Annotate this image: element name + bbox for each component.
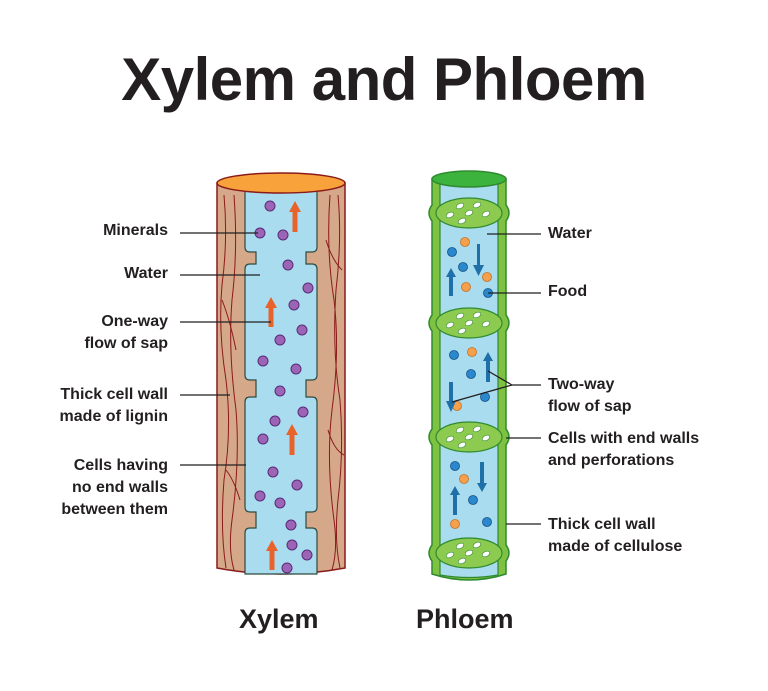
sieve-plate <box>435 197 503 229</box>
label-no-end-walls: Cells having no end walls between them <box>61 457 168 518</box>
sieve-plates <box>435 197 503 569</box>
phloem-top-opening <box>431 170 507 188</box>
xylem-lumen <box>244 189 318 575</box>
xylem-upward-arrows <box>265 201 301 570</box>
phloem-two-way-arrows <box>446 244 493 515</box>
label-lignin-wall: Thick cell wall made of lignin <box>59 386 168 425</box>
xylem-caption: Xylem <box>239 604 319 634</box>
sieve-plate <box>435 421 503 453</box>
phloem-tube <box>428 170 510 581</box>
mineral-particles <box>254 200 314 574</box>
label-water-xylem: Water <box>124 265 168 282</box>
xylem-top-opening <box>216 172 346 194</box>
label-end-walls-perforations: Cells with end walls and perforations <box>548 430 700 469</box>
food-particles-orange <box>450 237 492 529</box>
food-particles-blue <box>447 247 493 527</box>
label-two-way-flow: Two-way flow of sap <box>548 376 632 415</box>
xylem-leader-lines <box>180 232 271 466</box>
diagram-title: Xylem and Phloem <box>121 46 647 113</box>
label-cellulose-wall: Thick cell wall made of cellulose <box>548 516 683 555</box>
phloem-caption: Phloem <box>416 604 514 634</box>
sieve-plate <box>435 537 503 569</box>
label-minerals: Minerals <box>103 222 168 239</box>
wood-grain-lines <box>220 194 345 571</box>
sieve-plate <box>435 307 503 339</box>
label-one-way-flow: One-way flow of sap <box>84 313 168 352</box>
label-water-phloem: Water <box>548 225 592 242</box>
phloem-leader-lines <box>451 233 541 525</box>
xylem-vessel <box>216 172 346 575</box>
label-food: Food <box>548 283 588 300</box>
